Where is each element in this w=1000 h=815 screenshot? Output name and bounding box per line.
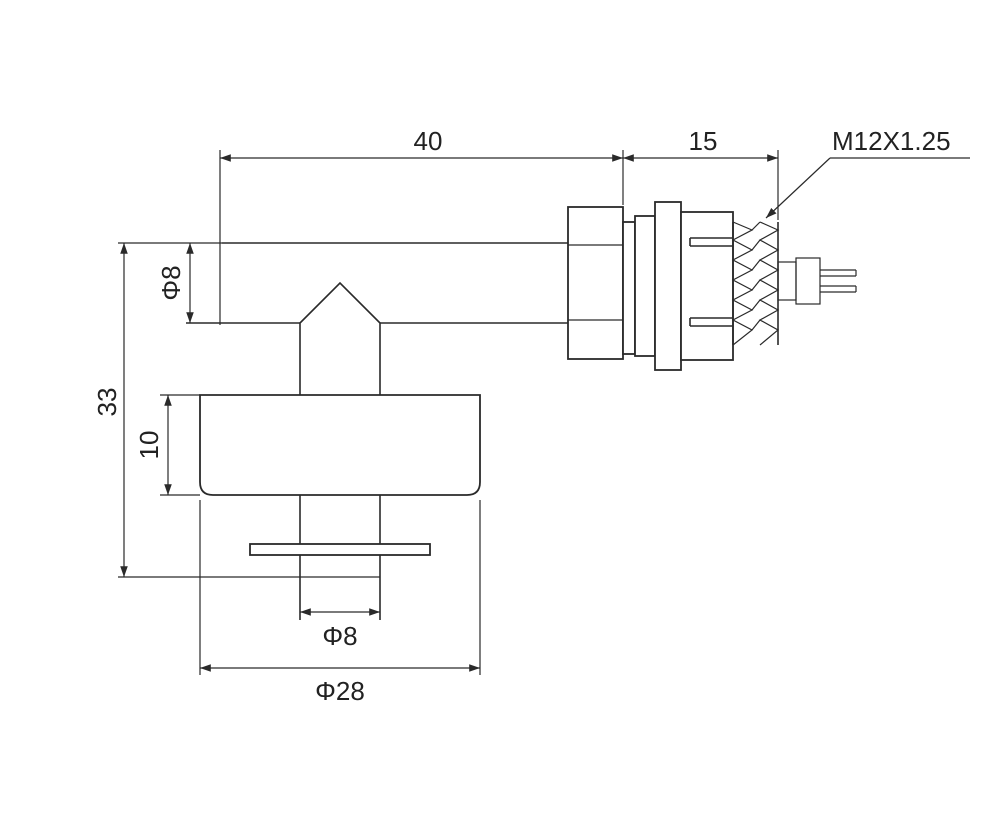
wire-leads xyxy=(777,257,857,305)
thread-length-label: 15 xyxy=(689,126,718,156)
dimension-float-height: 10 xyxy=(134,394,200,496)
thread-spec-label: M12X1.25 xyxy=(832,126,951,156)
shaft-diameter-label: Φ8 xyxy=(322,621,357,651)
threaded-section xyxy=(731,221,780,346)
float-body xyxy=(199,394,481,496)
dimension-stem-diameter: Φ8 xyxy=(156,242,222,323)
hex-fitting xyxy=(567,201,734,371)
stem-length-label: 40 xyxy=(414,126,443,156)
dimension-float-diameter: Φ28 xyxy=(199,500,481,706)
retaining-clip xyxy=(249,543,431,556)
vertical-shaft xyxy=(299,281,381,620)
float-diameter-label: Φ28 xyxy=(315,676,365,706)
float-height-label: 10 xyxy=(134,431,164,460)
thread-spec-callout: M12X1.25 xyxy=(765,126,970,219)
dimension-thread-length: 15 xyxy=(623,126,779,220)
stem-diameter-label: Φ8 xyxy=(156,265,186,300)
dimension-stem-length: 40 xyxy=(219,126,624,325)
horizontal-stem xyxy=(186,242,568,324)
dimension-overall-height: 33 xyxy=(92,242,380,578)
dimension-shaft-diameter: Φ8 xyxy=(300,608,380,651)
overall-height-label: 33 xyxy=(92,388,122,417)
